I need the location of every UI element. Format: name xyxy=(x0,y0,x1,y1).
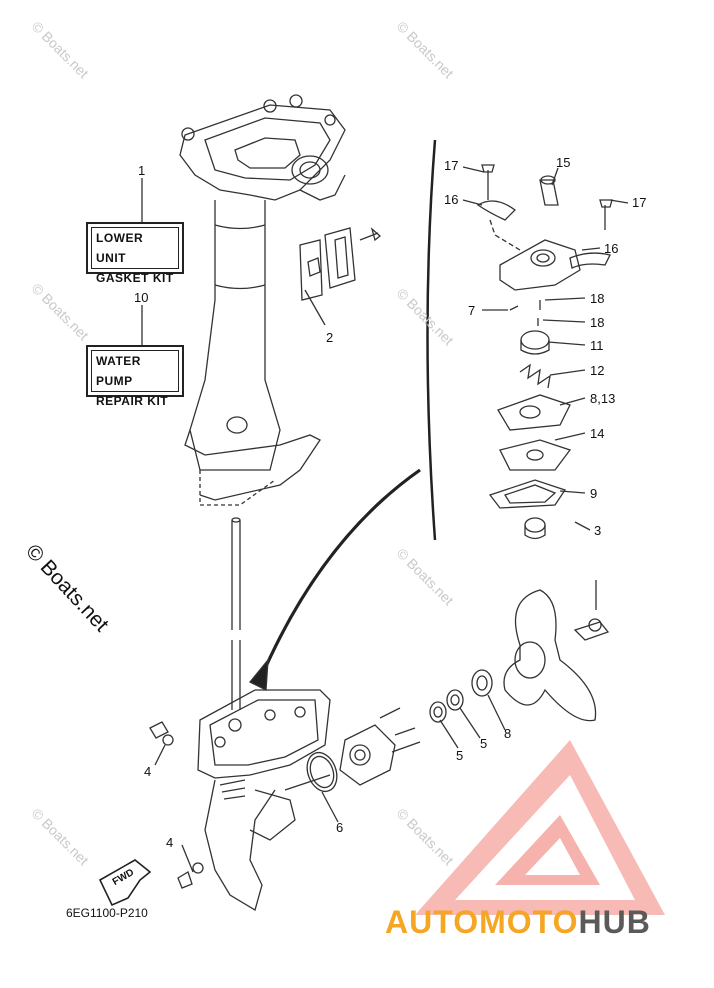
fwd-arrow-icon xyxy=(98,859,152,907)
callout-9: 9 xyxy=(590,486,598,501)
callout-8: 8 xyxy=(504,726,512,741)
callout-10: 10 xyxy=(134,290,149,305)
pump-housing xyxy=(499,239,581,291)
callout-4b: 4 xyxy=(166,835,174,850)
callout-5b: 5 xyxy=(480,736,488,751)
clamp-bracket xyxy=(299,239,323,301)
callout-18a: 18 xyxy=(590,291,605,306)
impeller xyxy=(520,330,550,350)
callout-7: 7 xyxy=(468,303,476,318)
callout-3: 3 xyxy=(594,523,602,538)
callout-2: 2 xyxy=(326,330,334,345)
lower-unit-gasket-kit-box: LOWER UNIT GASKET KIT xyxy=(86,222,184,285)
callout-11: 11 xyxy=(590,338,604,353)
drive-shaft xyxy=(231,520,241,710)
callout-17b: 17 xyxy=(632,195,647,210)
upper-mount-plate xyxy=(179,104,346,201)
callout-16b: 16 xyxy=(604,241,619,256)
callout-4a: 4 xyxy=(144,764,152,779)
automotohub-logo-icon xyxy=(415,740,665,915)
brand-wordmark: AUTOMOTOHUB xyxy=(385,904,651,941)
o-ring xyxy=(306,751,338,793)
water-pump-kit-line2: REPAIR KIT xyxy=(96,394,169,408)
callout-6: 6 xyxy=(336,820,344,835)
diagram-code: 6EG1100-P210 xyxy=(66,906,148,920)
callout-16a: 16 xyxy=(444,192,459,207)
brand-part2: HUB xyxy=(578,904,651,940)
callout-8-13: 8,13 xyxy=(590,391,616,406)
callout-18b: 18 xyxy=(590,315,605,330)
callout-17a: 17 xyxy=(444,158,459,173)
brand-part1: AUTOMOTO xyxy=(385,904,579,940)
callout-12: 12 xyxy=(590,363,605,378)
drive-shaft-housing xyxy=(189,200,281,471)
lower-unit-kit-line2: GASKET KIT xyxy=(96,271,174,285)
water-pump-repair-kit-box: WATER PUMP REPAIR KIT xyxy=(86,345,184,408)
water-pump-kit-line1: WATER PUMP xyxy=(96,354,141,388)
gearcase xyxy=(197,689,331,779)
lower-unit-kit-line1: LOWER UNIT xyxy=(96,231,144,265)
callout-15: 15 xyxy=(556,155,571,170)
propeller xyxy=(503,589,597,722)
callout-1: 1 xyxy=(138,163,146,178)
callout-14: 14 xyxy=(590,426,605,441)
callout-5a: 5 xyxy=(456,748,464,763)
